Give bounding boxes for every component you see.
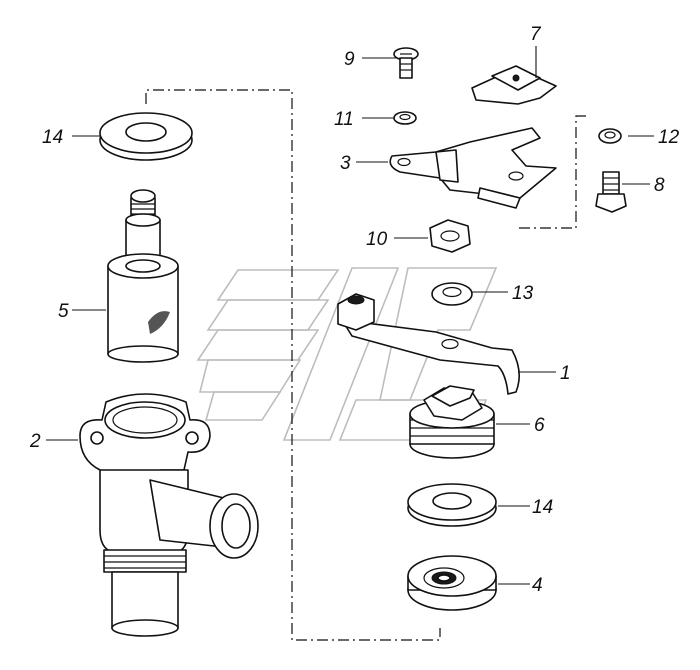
leader-lines — [46, 46, 654, 585]
washer-part-12 — [598, 128, 622, 144]
valve-body-part-2 — [79, 393, 259, 637]
callout-14-bottom: 14 — [532, 497, 553, 518]
nut-part-10 — [429, 219, 471, 253]
clip-part-7 — [471, 65, 557, 105]
washer-part-13 — [431, 282, 473, 306]
callout-3: 3 — [340, 153, 351, 174]
callout-5: 5 — [58, 301, 69, 322]
assembly-lines — [145, 89, 586, 641]
callout-13: 13 — [512, 283, 534, 304]
plug-part-6 — [409, 385, 495, 459]
callout-6: 6 — [534, 415, 545, 436]
bracket-part-3 — [389, 127, 557, 209]
screw-part-9 — [393, 47, 419, 79]
callout-7: 7 — [530, 24, 542, 45]
callout-4: 4 — [532, 575, 543, 596]
callout-9: 9 — [344, 49, 355, 70]
washer-part-14-top — [99, 112, 193, 161]
washer-part-11 — [393, 111, 417, 125]
callout-11: 11 — [334, 109, 354, 130]
seal-part-4 — [407, 555, 497, 611]
callout-labels: 1 2 3 4 5 6 7 8 9 10 11 12 13 14 14 — [29, 24, 680, 596]
callout-1: 1 — [560, 363, 571, 384]
watermark-logo — [196, 267, 498, 441]
callout-12: 12 — [658, 127, 680, 148]
callout-8: 8 — [654, 175, 665, 196]
lever-part-1 — [337, 293, 520, 395]
valve-plug-part-5 — [107, 189, 179, 363]
bolt-part-8 — [595, 171, 627, 213]
callout-14-top: 14 — [42, 127, 63, 148]
washer-part-14-bottom — [407, 483, 497, 527]
callout-2: 2 — [29, 431, 41, 452]
callout-10: 10 — [366, 229, 388, 250]
